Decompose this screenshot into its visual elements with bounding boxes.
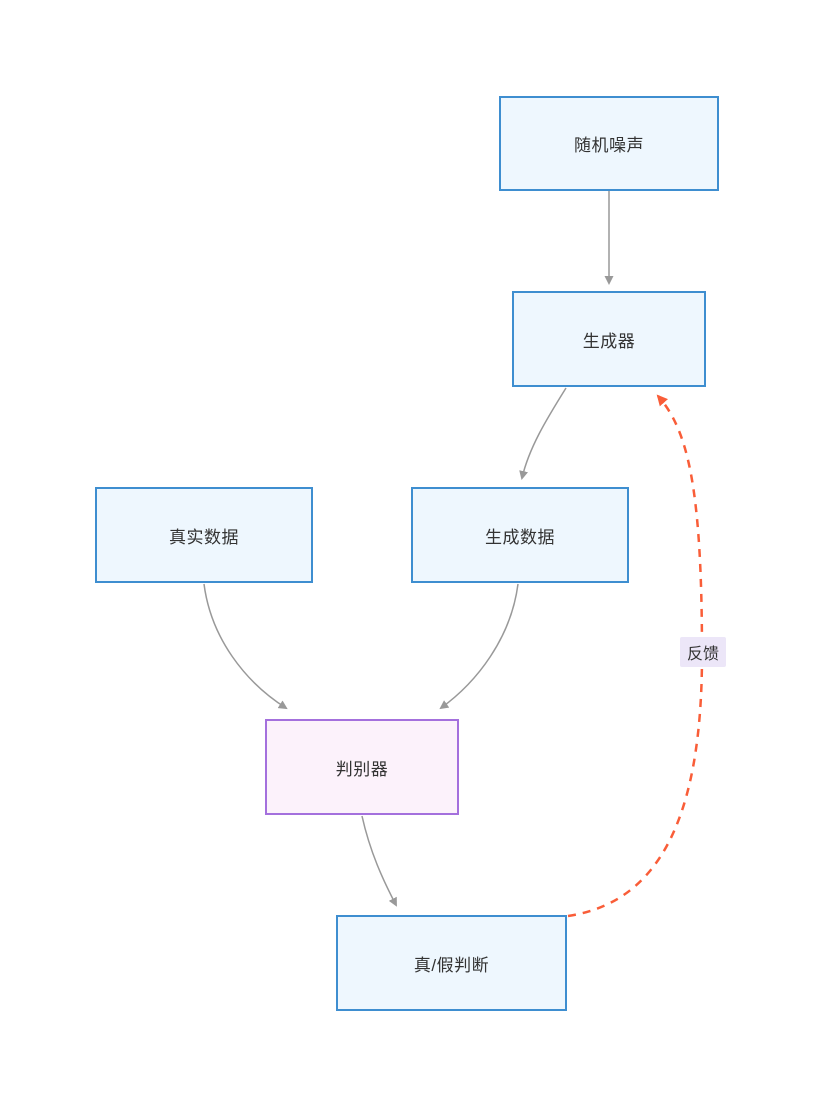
edge-generator-to-generated-data — [519, 387, 567, 480]
node-judgment: 真/假判断 — [336, 915, 567, 1011]
node-real-data: 真实数据 — [95, 487, 313, 583]
edge-real-data-to-discriminator — [203, 583, 288, 710]
node-random-noise: 随机噪声 — [499, 96, 719, 191]
edge-discriminator-to-judgment — [361, 815, 397, 907]
node-judgment-label: 真/假判断 — [413, 955, 490, 975]
node-discriminator: 判别器 — [265, 719, 459, 815]
feedback-edge-label: 反馈 — [680, 637, 727, 667]
node-discriminator-label: 判别器 — [335, 759, 389, 779]
node-generated-data: 生成数据 — [411, 487, 629, 583]
node-real-data-label: 真实数据 — [169, 527, 239, 547]
node-generator-label: 生成器 — [582, 331, 636, 351]
node-generator: 生成器 — [512, 291, 706, 387]
node-generated-data-label: 生成数据 — [485, 527, 555, 547]
node-random-noise-label: 随机噪声 — [574, 136, 644, 155]
edge-generated-data-to-discriminator — [439, 583, 519, 710]
